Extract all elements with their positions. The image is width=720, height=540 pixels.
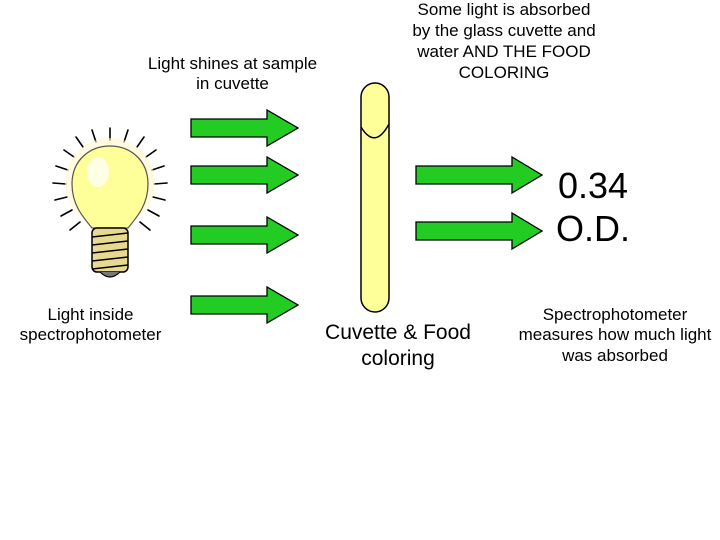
label-od-value: 0.34 O.D. <box>555 165 630 250</box>
label-spectrophotometer-measures: Spectrophotometer measures how much ligh… <box>518 305 712 365</box>
arrow-right-icon <box>190 285 300 325</box>
arrow-right-icon <box>415 155 544 195</box>
label-some-light-absorbed: Some light is absorbed by the glass cuve… <box>412 0 596 82</box>
label-light-shines: Light shines at sample in cuvette <box>147 54 318 94</box>
arrow-right-icon <box>190 215 300 255</box>
label-cuvette-food-coloring: Cuvette & Food coloring <box>325 321 471 371</box>
arrow-right-icon <box>190 108 300 148</box>
label-light-inside: Light inside spectrophotometer <box>19 305 162 345</box>
arrow-right-icon <box>190 155 300 195</box>
cuvette-icon <box>360 82 390 313</box>
arrow-right-icon <box>415 211 544 251</box>
light-bulb-icon <box>52 127 168 278</box>
